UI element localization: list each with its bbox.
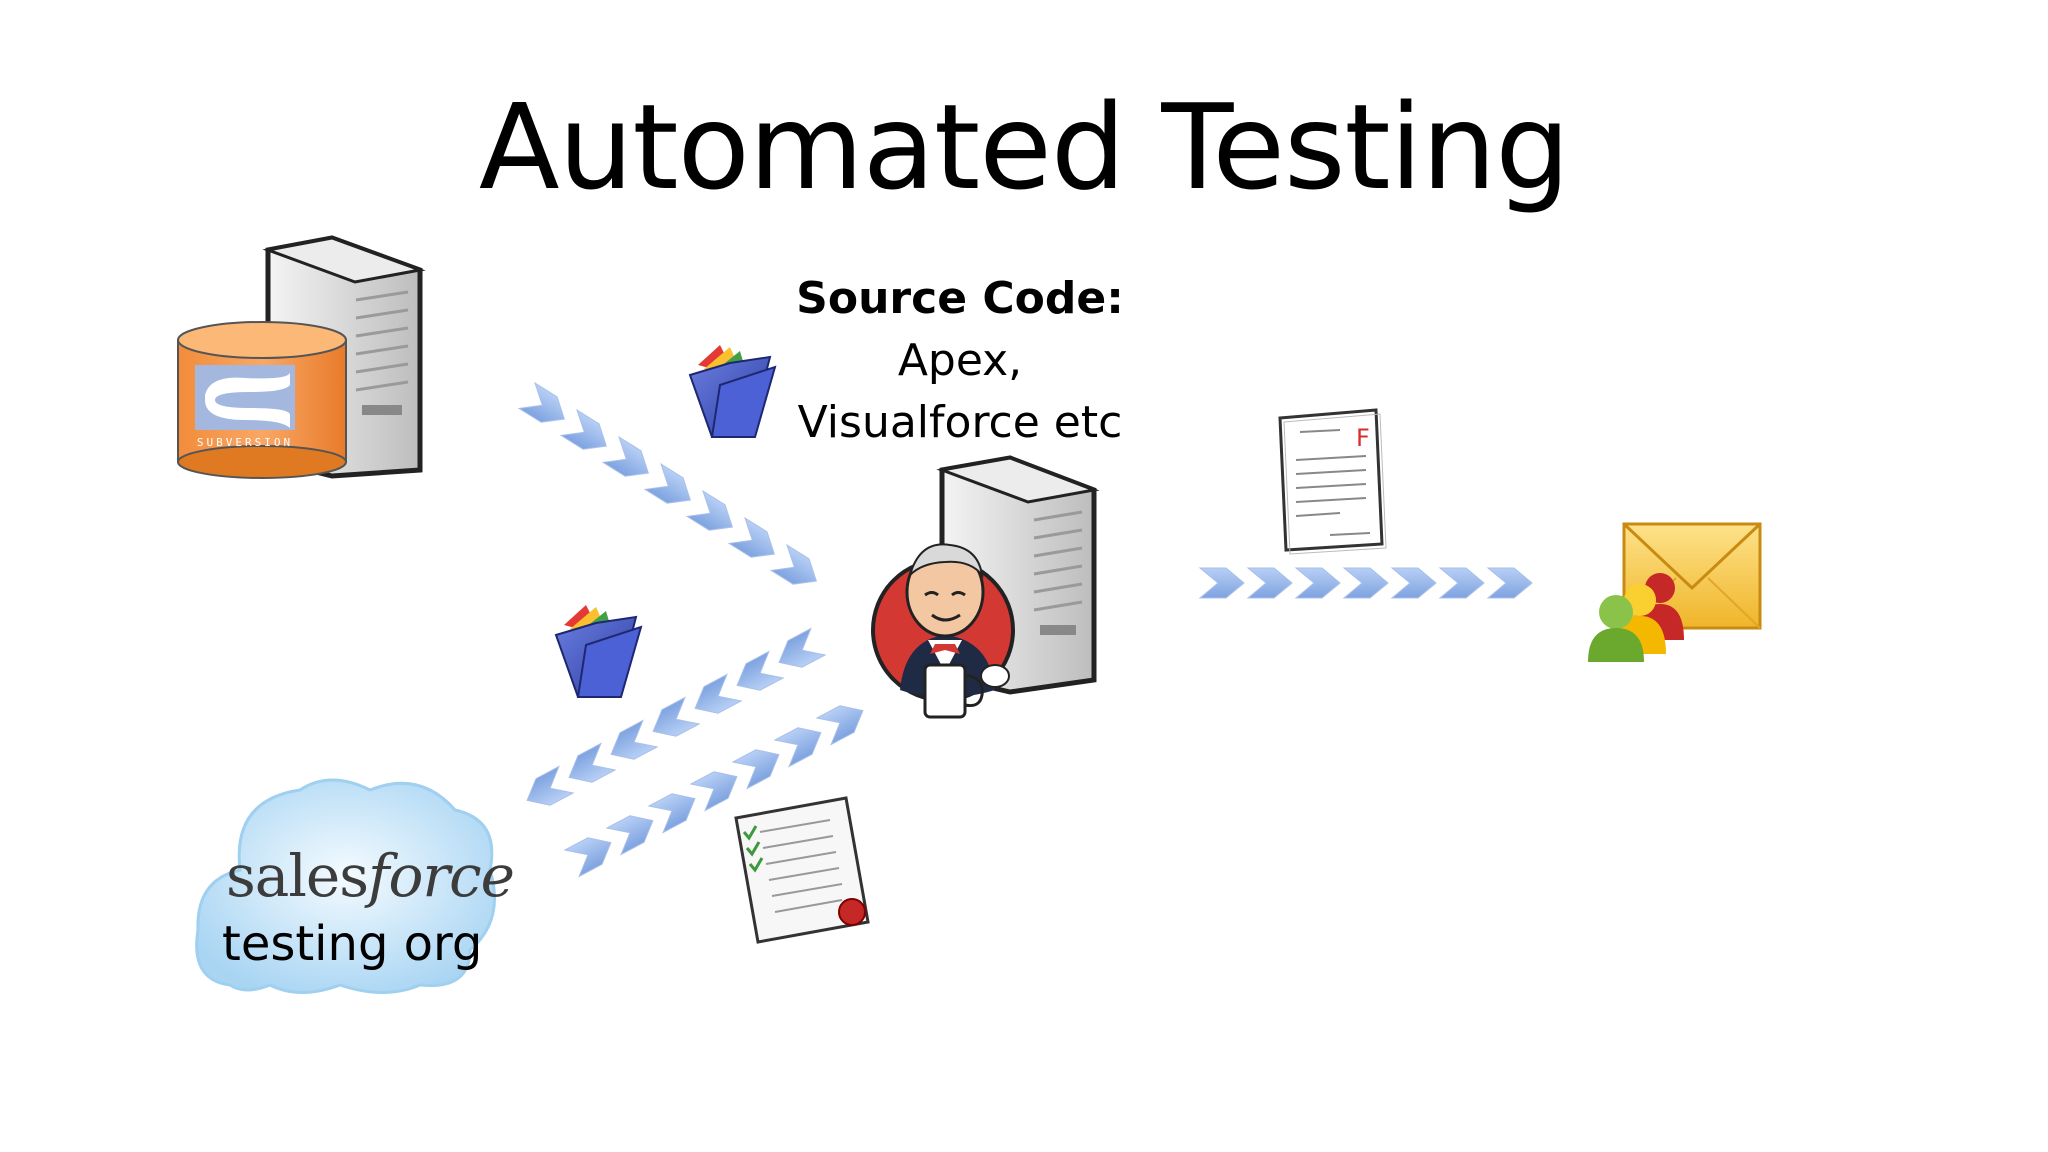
salesforce-logo-part2: force	[367, 842, 515, 910]
jenkins-butler-icon	[871, 543, 1015, 719]
chevron-arrow-jenkins-to-email	[1199, 567, 1533, 599]
folder-icon-bottom	[554, 605, 643, 699]
slide-title: Automated Testing	[478, 78, 1570, 216]
source-code-line-2: Visualforce etc	[797, 397, 1123, 448]
salesforce-logo-text: salesforce	[226, 842, 515, 910]
salesforce-cloud-icon	[195, 778, 496, 994]
email-envelope-icon	[1622, 522, 1762, 630]
source-code-label: Source Code: Apex, Visualforce etc	[760, 268, 1160, 454]
folder-icon-top	[688, 345, 777, 439]
testing-org-label: testing org	[222, 916, 483, 972]
source-code-heading: Source Code:	[796, 273, 1124, 324]
source-code-line-1: Apex,	[897, 335, 1023, 386]
svn-logo-text: SUBVERSION	[197, 436, 293, 449]
subversion-database-icon: SUBVERSION	[177, 321, 347, 479]
test-report-icon: F	[1278, 408, 1387, 555]
checklist-icon	[734, 796, 870, 944]
users-icon	[1588, 573, 1684, 662]
report-grade: F	[1356, 424, 1370, 452]
salesforce-logo-part1: sales	[226, 842, 369, 910]
